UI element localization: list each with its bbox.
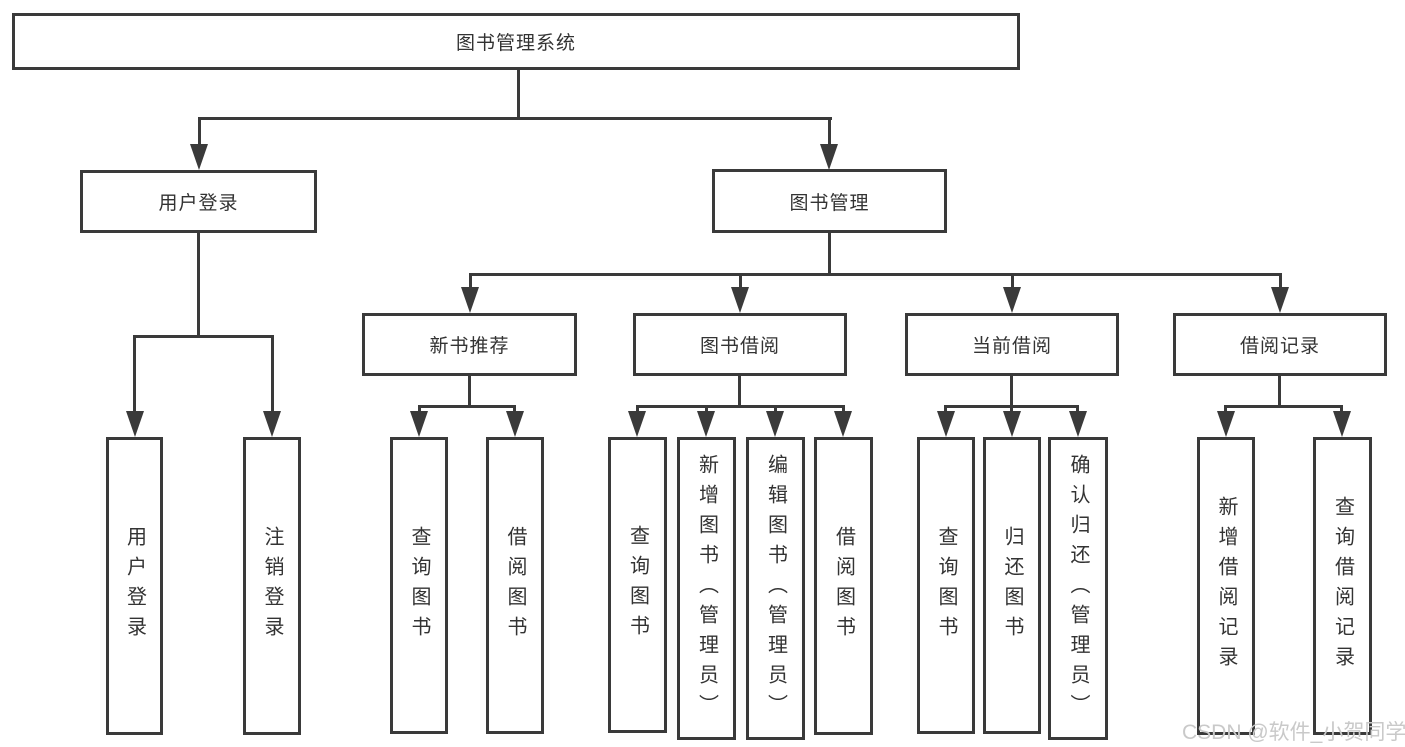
connector-line: [738, 376, 741, 405]
connector-line: [468, 376, 471, 405]
node-current-borrow: 当前借阅: [905, 313, 1119, 376]
arrow-down-icon: [1003, 411, 1021, 437]
leaf-query-book-1-label: 查询图书: [408, 525, 430, 646]
connector-line: [739, 273, 742, 289]
leaf-query-book-1: 查询图书: [390, 437, 448, 734]
arrow-down-icon: [1069, 411, 1087, 437]
arrow-down-icon: [190, 144, 208, 170]
arrow-down-icon: [461, 287, 479, 313]
leaf-user-login: 用户登录: [106, 437, 163, 735]
leaf-return-book-label: 归还图书: [1001, 525, 1023, 646]
arrow-down-icon: [1003, 287, 1021, 313]
node-user-login-label: 用户登录: [158, 193, 239, 214]
arrow-down-icon: [834, 411, 852, 437]
arrow-down-icon: [628, 411, 646, 437]
arrow-down-icon: [766, 411, 784, 437]
leaf-borrow-book-2: 借阅图书: [814, 437, 873, 735]
leaf-add-book-admin: 新增图书（管理员）: [677, 437, 736, 740]
connector-line: [1010, 405, 1013, 415]
connector-line: [705, 405, 708, 415]
arrow-down-icon: [731, 287, 749, 313]
node-new-book-recommend-label: 新书推荐: [429, 336, 510, 357]
leaf-query-book-3-label: 查询图书: [935, 525, 957, 646]
arrow-down-icon: [506, 411, 524, 437]
arrow-down-icon: [1333, 411, 1351, 437]
connector-line: [636, 405, 639, 415]
node-current-borrow-label: 当前借阅: [971, 336, 1052, 357]
leaf-borrow-book-2-label: 借阅图书: [832, 526, 855, 646]
leaf-edit-book-admin: 编辑图书（管理员）: [746, 437, 805, 740]
node-book-management-label: 图书管理: [789, 192, 870, 214]
node-book-borrow: 图书借阅: [633, 313, 847, 376]
leaf-borrow-book-1-label: 借阅图书: [504, 525, 526, 646]
arrow-down-icon: [263, 411, 281, 437]
node-borrow-record-label: 借阅记录: [1239, 336, 1320, 357]
connector-line: [1011, 273, 1014, 289]
node-user-login: 用户登录: [80, 170, 317, 233]
leaf-edit-book-admin-label: 编辑图书（管理员）: [764, 453, 787, 724]
node-borrow-record: 借阅记录: [1173, 313, 1387, 376]
connector-line: [418, 405, 421, 415]
arrow-down-icon: [820, 144, 838, 170]
leaf-query-book-2-label: 查询图书: [626, 525, 649, 645]
node-book-borrow-label: 图书借阅: [699, 336, 780, 357]
leaf-logout: 注销登录: [243, 437, 301, 735]
connector-line: [469, 273, 1281, 276]
leaf-borrow-book-1: 借阅图书: [486, 437, 544, 734]
csdn-watermark: CSDN @软件_小贺同学: [1182, 721, 1405, 744]
connector-line: [198, 117, 201, 150]
arrow-down-icon: [126, 411, 144, 437]
connector-line: [828, 233, 831, 273]
leaf-query-borrow-record: 查询借阅记录: [1313, 437, 1372, 735]
connector-line: [1278, 376, 1281, 405]
leaf-query-borrow-record-label: 查询借阅记录: [1331, 496, 1354, 676]
leaf-logout-label: 注销登录: [261, 526, 283, 646]
connector-line: [271, 335, 274, 413]
leaf-confirm-return-admin-label: 确认归还（管理员）: [1067, 453, 1089, 724]
connector-line: [197, 233, 200, 335]
arrow-down-icon: [937, 411, 955, 437]
leaf-confirm-return-admin: 确认归还（管理员）: [1048, 437, 1108, 740]
connector-line: [1224, 405, 1227, 415]
leaf-return-book: 归还图书: [983, 437, 1041, 734]
connector-line: [636, 405, 844, 408]
connector-line: [198, 117, 832, 120]
leaf-query-book-3: 查询图书: [917, 437, 975, 734]
leaf-add-borrow-record-label: 新增借阅记录: [1215, 496, 1237, 676]
arrow-down-icon: [1217, 411, 1235, 437]
connector-line: [828, 117, 831, 150]
connector-line: [1279, 273, 1282, 289]
connector-line: [1340, 405, 1343, 415]
connector-line: [133, 335, 136, 413]
leaf-query-book-2: 查询图书: [608, 437, 667, 733]
node-root-label: 图书管理系统: [455, 33, 576, 54]
connector-line: [842, 405, 845, 415]
connector-line: [944, 405, 947, 415]
arrow-down-icon: [1271, 287, 1289, 313]
connector-line: [1224, 405, 1343, 408]
connector-line: [517, 70, 520, 117]
arrow-down-icon: [697, 411, 715, 437]
connector-line: [469, 273, 472, 289]
node-book-management: 图书管理: [712, 169, 947, 233]
node-new-book-recommend: 新书推荐: [362, 313, 577, 376]
leaf-user-login-label: 用户登录: [123, 526, 146, 646]
connector-line: [1010, 376, 1013, 405]
arrow-down-icon: [410, 411, 428, 437]
connector-line: [418, 405, 515, 408]
connector-line: [133, 335, 274, 338]
connector-line: [1076, 405, 1079, 415]
connector-line: [774, 405, 777, 415]
connector-line: [513, 405, 516, 415]
leaf-add-book-admin-label: 新增图书（管理员）: [695, 453, 718, 724]
leaf-add-borrow-record: 新增借阅记录: [1197, 437, 1255, 735]
node-root: 图书管理系统: [12, 13, 1020, 70]
